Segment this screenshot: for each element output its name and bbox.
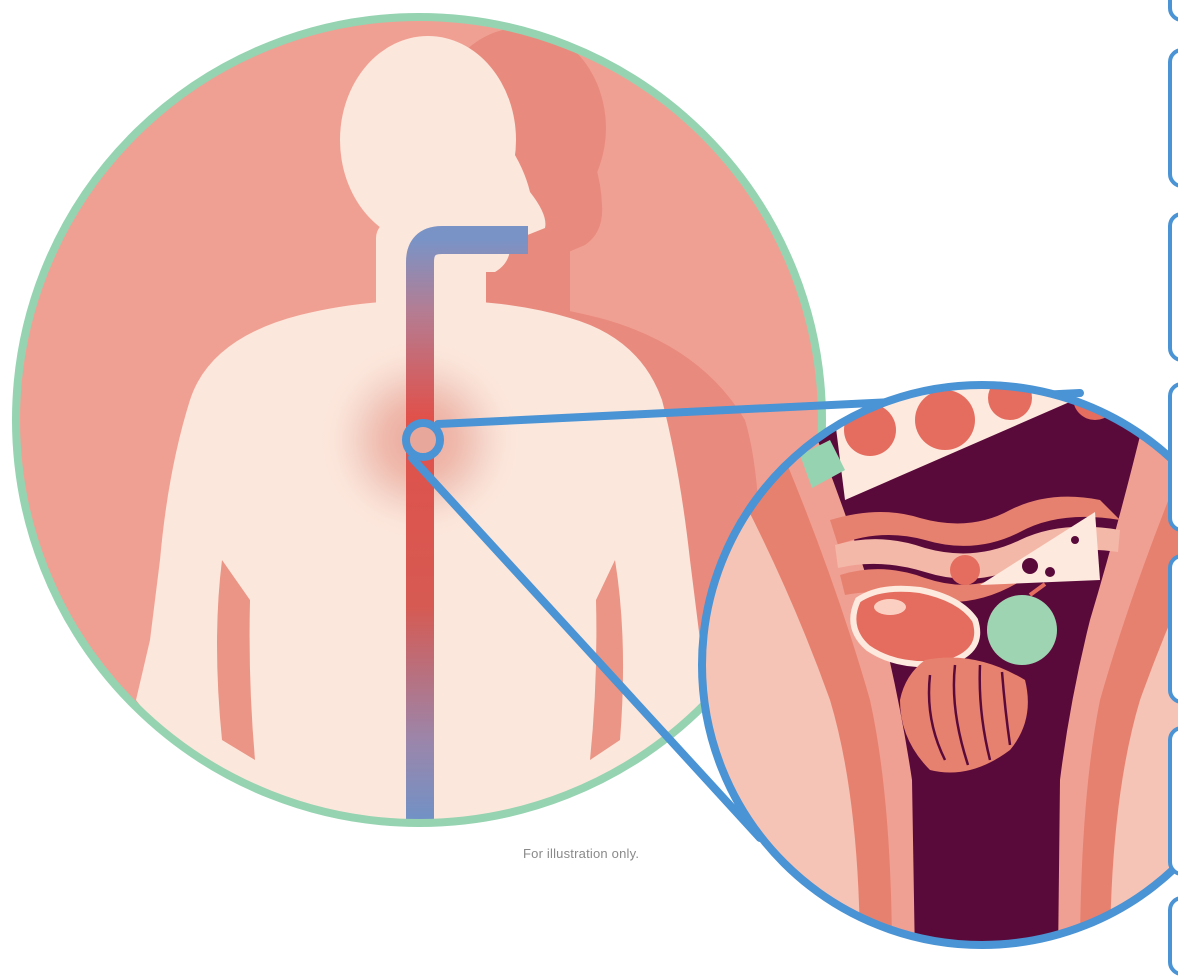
heartburn-illustration xyxy=(0,0,1178,951)
focus-spot xyxy=(406,423,440,457)
side-tab-2[interactable] xyxy=(1168,48,1178,188)
meatball xyxy=(950,555,980,585)
side-tab-4[interactable] xyxy=(1168,382,1178,532)
side-tab-6[interactable] xyxy=(1168,726,1178,876)
side-tab-5[interactable] xyxy=(1168,554,1178,704)
side-tab-7[interactable] xyxy=(1168,896,1178,976)
side-tab-3[interactable] xyxy=(1168,212,1178,362)
illustration-caption: For illustration only. xyxy=(523,846,639,861)
